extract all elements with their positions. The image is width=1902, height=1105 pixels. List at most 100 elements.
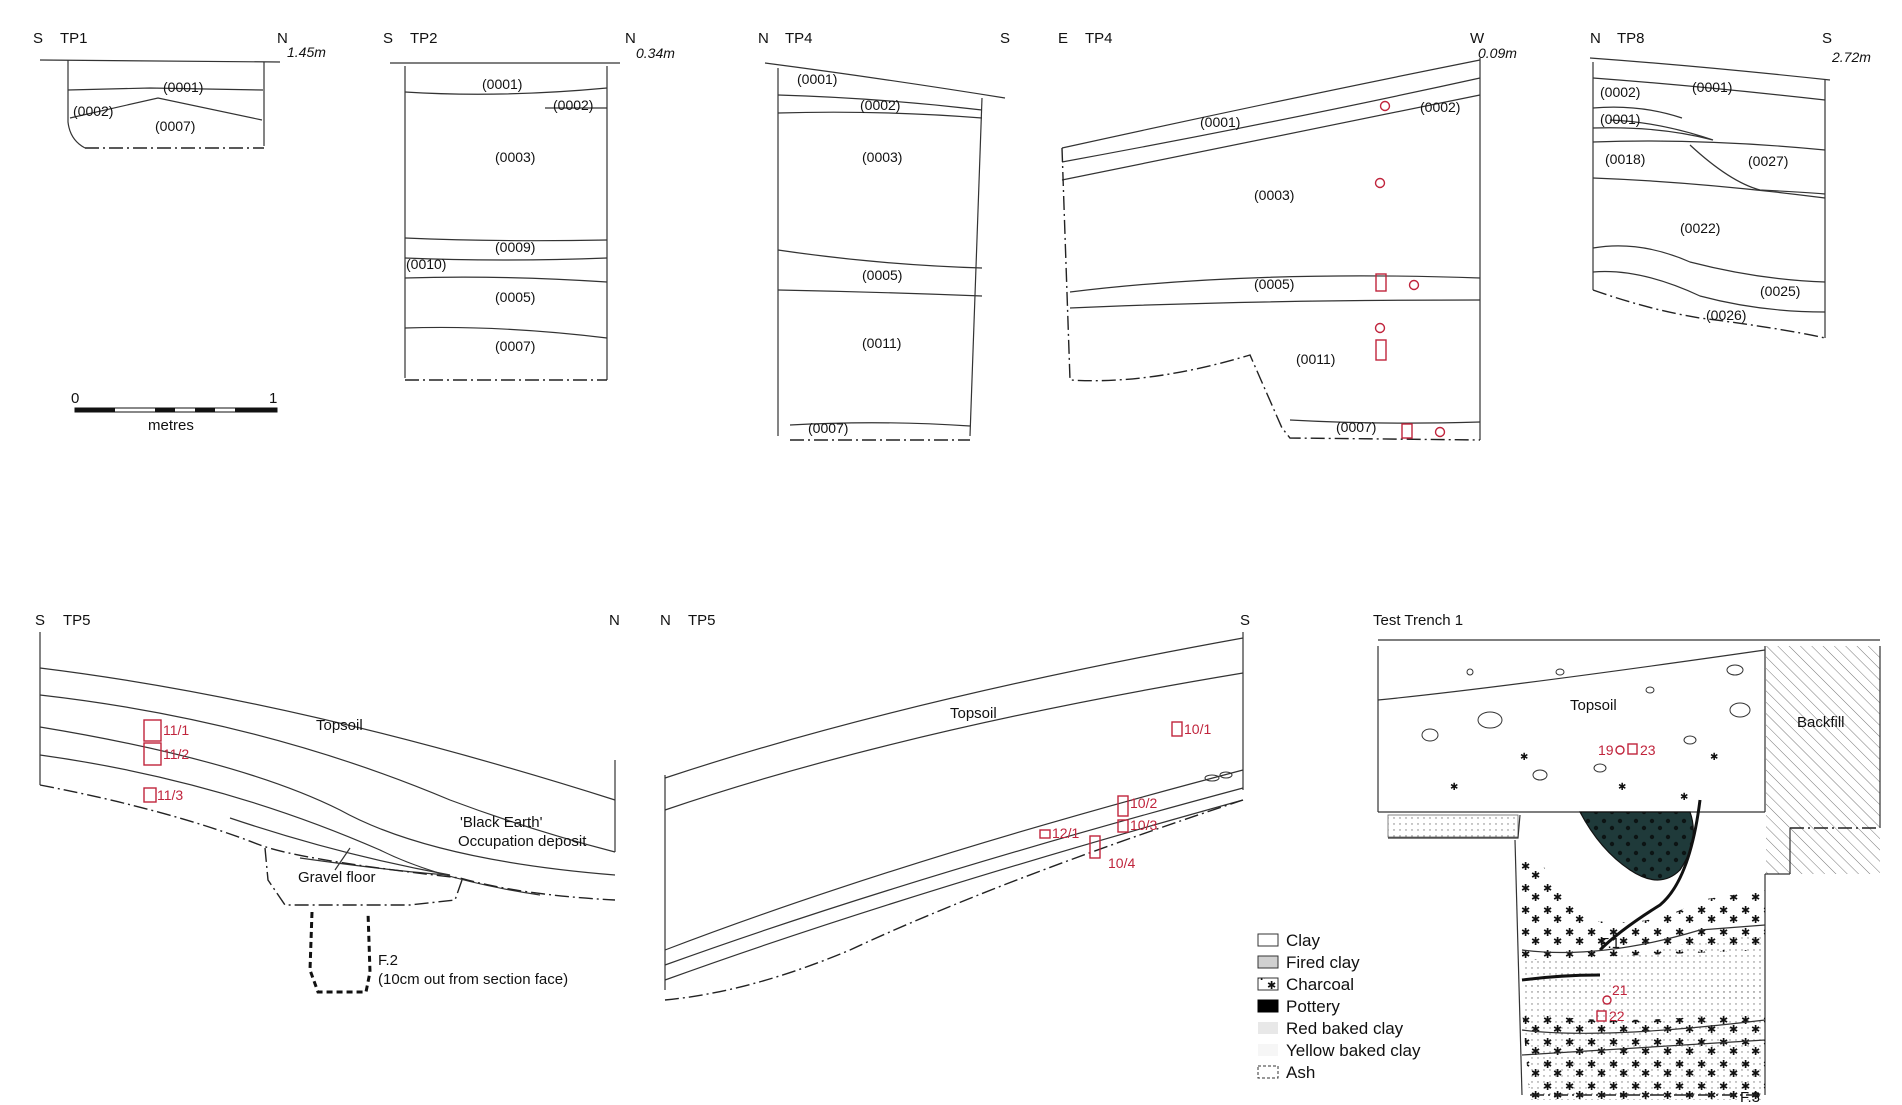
context-label: (0026) — [1706, 307, 1746, 323]
context-label: (0022) — [1680, 220, 1720, 236]
section-title: TP2 — [410, 30, 438, 47]
context-label: (0018) — [1605, 151, 1645, 167]
sample-marker — [1627, 743, 1638, 755]
section-title: TP1 — [60, 30, 88, 47]
sample-marker — [1379, 100, 1391, 112]
sample-marker — [1117, 795, 1129, 817]
sample-label: 21 — [1612, 982, 1628, 998]
legend-label: Clay — [1286, 931, 1321, 950]
orientation-left: N — [660, 612, 671, 629]
sample-marker — [1596, 1010, 1607, 1022]
orientation-right: N — [609, 612, 620, 629]
feature-label: F.1 — [1600, 935, 1620, 952]
layer-label-backfill: Backfill — [1797, 714, 1845, 731]
context-label: (0007) — [155, 118, 195, 134]
context-label: (0009) — [495, 239, 535, 255]
sample-label: 23 — [1640, 742, 1656, 758]
section-title: TP4 — [785, 30, 813, 47]
context-label: (0002) — [553, 97, 593, 113]
orientation-right: S — [1000, 30, 1010, 47]
datum-elevation: 0.09m — [1478, 45, 1517, 61]
feature-note: (10cm out from section face) — [378, 971, 568, 988]
section-title: TP5 — [63, 612, 91, 629]
section-tp1: S TP1 N 1.45m (0001) (0002) (0007) — [33, 30, 326, 149]
context-label: (0001) — [1200, 114, 1240, 130]
section-test-trench-1: Test Trench 1 Topsoil Backfill ✱ ✱ ✱ ✱ — [1373, 612, 1881, 1105]
legend-label: Red baked clay — [1286, 1019, 1404, 1038]
context-label: (0003) — [862, 149, 902, 165]
context-label: (0002) — [1600, 84, 1640, 100]
context-label: (0025) — [1760, 283, 1800, 299]
legend-item-ash: Ash — [1257, 1063, 1315, 1082]
sample-label: 10/2 — [1130, 795, 1157, 811]
sample-marker — [1375, 273, 1387, 292]
legend-label: Yellow baked clay — [1286, 1041, 1421, 1060]
orientation-right: S — [1822, 30, 1832, 47]
scale-one: 1 — [269, 390, 277, 407]
topsoil-inclusions: ✱ ✱ ✱ ✱ ✱ — [1421, 664, 1751, 803]
sample-marker — [1374, 177, 1386, 189]
context-label: (0002) — [860, 97, 900, 113]
sample-label: 11/3 — [157, 787, 183, 803]
sample-marker — [1171, 721, 1183, 737]
layer-label-black-earth: 'Black Earth' — [460, 814, 543, 831]
section-tp4-ns: N TP4 S (0001) (0002) (0003) (0005) (001… — [758, 30, 1010, 441]
context-label: (0011) — [862, 335, 901, 351]
orientation-right: W — [1470, 30, 1485, 47]
sample-marker — [143, 719, 162, 742]
sample-label: 11/1 — [163, 722, 189, 738]
orientation-left: S — [33, 30, 43, 47]
sample-marker — [1117, 819, 1129, 833]
context-label: (0005) — [1254, 276, 1294, 292]
sample-label: 11/2 — [163, 746, 189, 762]
scale-zero: 0 — [71, 390, 79, 407]
layer-label-topsoil: Topsoil — [950, 705, 997, 722]
layer-label-occupation: Occupation deposit — [458, 833, 587, 850]
layer-label-topsoil: Topsoil — [316, 717, 363, 734]
context-label: (0010) — [406, 256, 446, 272]
legend-label: Fired clay — [1286, 953, 1360, 972]
legend-label: Pottery — [1286, 997, 1340, 1016]
layer-label-topsoil: Topsoil — [1570, 697, 1617, 714]
legend-swatch — [1258, 1022, 1278, 1034]
svg-text:✱: ✱ — [1450, 782, 1458, 793]
section-tp5-sn: S TP5 N 11/1 11/2 11/3 Topsoil 'Black Ea… — [35, 612, 620, 994]
orientation-left: S — [383, 30, 393, 47]
svg-text:✱: ✱ — [1710, 752, 1718, 763]
sample-label: 19 — [1598, 742, 1614, 758]
scale-bar: 0 1 metres — [71, 390, 278, 434]
legend-item-charcoal: Charcoal — [1257, 975, 1354, 994]
legend: Clay Fired clay Charcoal Pottery Red bak… — [1257, 931, 1421, 1082]
scale-unit: metres — [148, 417, 194, 434]
section-tp8: N TP8 S 2.72m (0002) (0001) (0001) (0018… — [1589, 30, 1871, 339]
legend-swatch — [1257, 955, 1279, 969]
context-label: (0011) — [1296, 351, 1335, 367]
orientation-left: S — [35, 612, 45, 629]
legend-swatch — [1257, 933, 1279, 947]
sample-marker — [1615, 745, 1625, 755]
context-label: (0002) — [1420, 99, 1460, 115]
legend-item-fired-clay: Fired clay — [1257, 953, 1360, 972]
legend-item-pottery: Pottery — [1257, 997, 1340, 1016]
sample-marker — [1375, 339, 1387, 361]
context-label: (0001) — [1600, 111, 1640, 127]
svg-text:✱: ✱ — [1520, 752, 1528, 763]
context-label: (0002) — [73, 103, 113, 119]
sample-marker — [1089, 835, 1101, 859]
legend-swatch — [1258, 1044, 1278, 1056]
context-label: (0007) — [495, 338, 535, 354]
orientation-right: S — [1240, 612, 1250, 629]
feature-label: F.2 — [378, 952, 398, 969]
datum-elevation: 0.34m — [636, 45, 675, 61]
section-title: TP5 — [688, 612, 716, 629]
section-title: Test Trench 1 — [1373, 612, 1463, 629]
orientation-left: E — [1058, 30, 1068, 47]
sample-marker — [1602, 995, 1612, 1005]
sample-marker — [1401, 423, 1413, 439]
orientation-right: N — [625, 30, 636, 47]
sample-marker — [1374, 322, 1386, 334]
orientation-left: N — [1590, 30, 1601, 47]
sample-label: 10/4 — [1108, 855, 1135, 871]
context-label: (0001) — [163, 79, 203, 95]
